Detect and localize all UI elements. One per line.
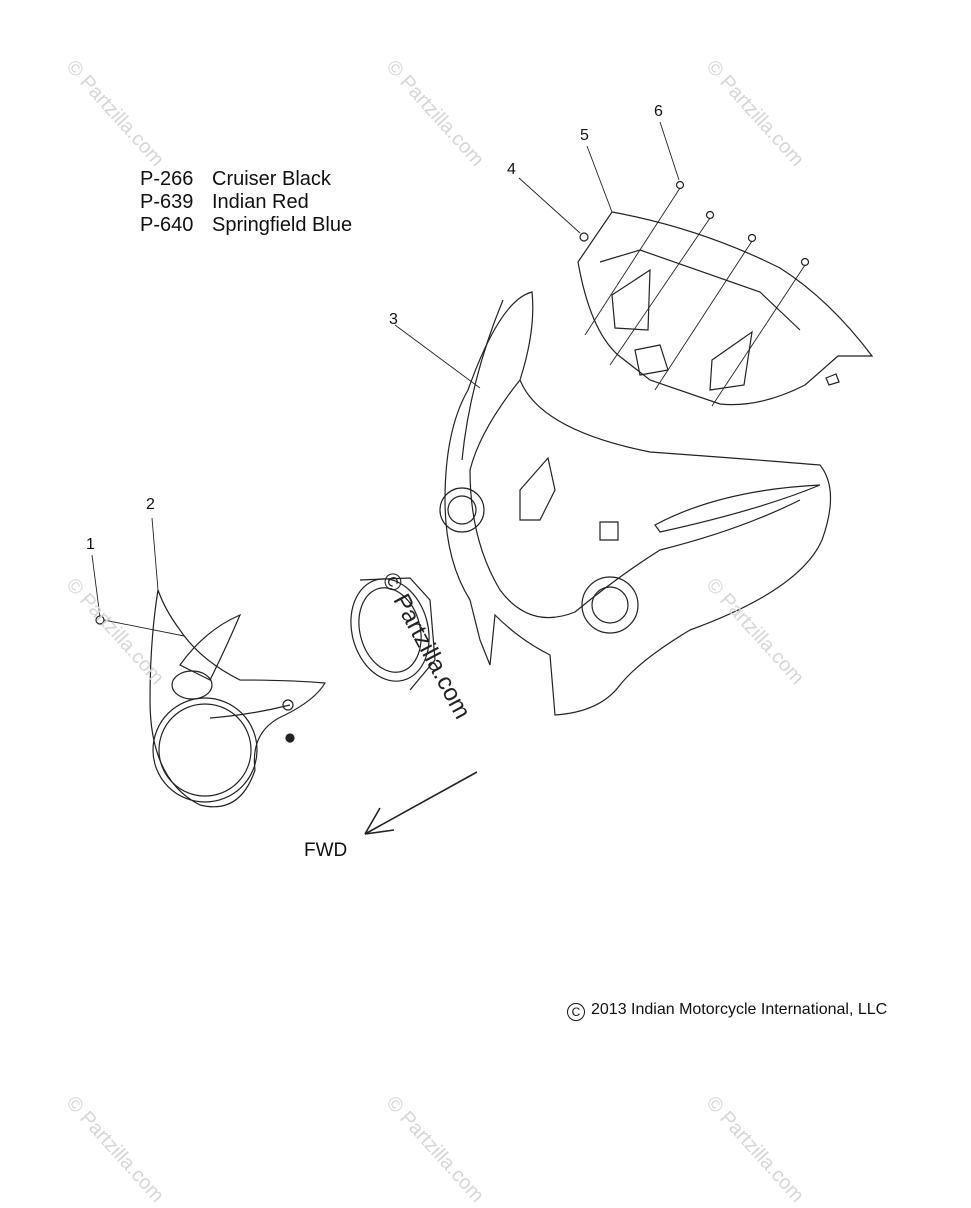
part-2-bezel [95, 589, 327, 808]
callout-6: 6 [654, 103, 663, 120]
color-name: Cruiser Black [212, 168, 331, 190]
paint-color-list: P-266 Cruiser Black P-639 Indian Red P-640… [140, 168, 352, 237]
callout-5: 5 [580, 127, 589, 144]
color-row: P-640 Springfield Blue [140, 214, 352, 237]
part-5-windshield-trim [577, 211, 874, 406]
callout-1: 1 [86, 536, 95, 553]
callout-4: 4 [507, 161, 516, 178]
copyright-symbol: C [567, 1003, 585, 1021]
color-name: Springfield Blue [212, 214, 353, 236]
fasteners-top [579, 180, 810, 267]
color-code: P-639 [140, 191, 194, 213]
copyright: C 2013 Indian Motorcycle International, L… [567, 1001, 887, 1021]
callout-2: 2 [146, 496, 155, 513]
color-name: Indian Red [212, 191, 309, 213]
color-code: P-640 [140, 214, 194, 236]
headlamp-ring [350, 577, 436, 691]
callout-3: 3 [389, 311, 398, 328]
leader-lines [91, 121, 806, 637]
copyright-text: 2013 Indian Motorcycle International, LL… [591, 1001, 888, 1018]
color-row: P-639 Indian Red [140, 191, 352, 214]
fwd-arrow [364, 771, 478, 835]
color-code: P-266 [140, 168, 194, 190]
color-row: P-266 Cruiser Black [140, 168, 352, 191]
fwd-label: FWD [304, 840, 348, 861]
part-3-fairing [439, 291, 832, 716]
